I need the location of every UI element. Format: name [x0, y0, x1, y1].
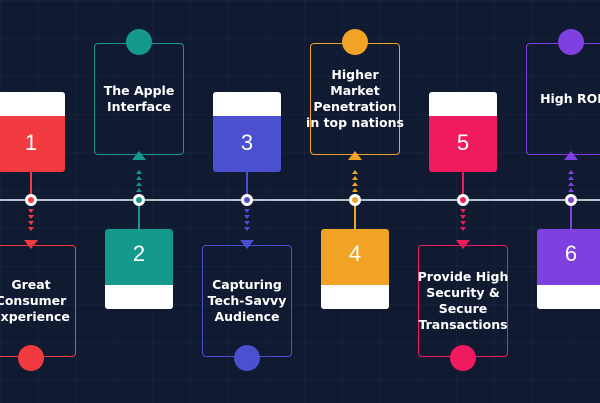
step-circle	[558, 29, 584, 55]
node-dot	[244, 197, 250, 203]
arrow-chevron-icon	[28, 227, 34, 231]
arrow-down-icon	[456, 240, 470, 249]
arrow-chevron-icon	[28, 209, 34, 213]
step-number: 1	[24, 130, 38, 155]
connector-line	[30, 172, 32, 194]
arrow-chevron-icon	[568, 182, 574, 186]
step-text-box: Great Consumer Experience	[0, 245, 76, 357]
timeline-node	[241, 194, 253, 206]
card-white-band	[429, 92, 497, 116]
arrow-chevron-icon	[244, 209, 250, 213]
arrow-chevron-icon	[244, 215, 250, 219]
step-label: Higher Market Penetration in top nations	[306, 67, 404, 130]
arrow-down-icon	[240, 240, 254, 249]
arrow-chevron-icon	[568, 188, 574, 192]
connector-line	[354, 206, 356, 229]
node-dot	[136, 197, 142, 203]
timeline-node	[349, 194, 361, 206]
card-white-band	[321, 285, 389, 309]
step-number: 2	[132, 241, 146, 266]
arrow-chevron-icon	[244, 227, 250, 231]
arrow-down-icon	[24, 240, 38, 249]
step-label: Great Consumer Experience	[0, 277, 70, 324]
connector-line	[570, 206, 572, 229]
connector-line	[138, 206, 140, 229]
step-label: The Apple Interface	[103, 83, 175, 114]
step-circle	[234, 345, 260, 371]
step-text-box: Capturing Tech-Savvy Audience	[202, 245, 292, 357]
arrow-chevron-icon	[28, 215, 34, 219]
arrow-chevron-icon	[136, 176, 142, 180]
timeline-axis	[0, 199, 600, 201]
step-number-card: 4	[321, 229, 389, 309]
step-number: 6	[564, 241, 578, 266]
arrow-chevron-icon	[352, 176, 358, 180]
step-number: 3	[240, 130, 254, 155]
step-text-box: The Apple Interface	[94, 43, 184, 155]
card-white-band	[537, 285, 600, 309]
connector-line	[246, 172, 248, 194]
step-circle	[18, 345, 44, 371]
arrow-chevron-icon	[244, 221, 250, 225]
step-number-card: 5	[429, 92, 497, 172]
timeline-node	[457, 194, 469, 206]
node-dot	[568, 197, 574, 203]
arrow-up-icon	[348, 151, 362, 160]
arrow-chevron-icon	[352, 182, 358, 186]
arrow-chevron-icon	[460, 221, 466, 225]
arrow-chevron-icon	[136, 188, 142, 192]
step-number-card: 3	[213, 92, 281, 172]
step-number-card: 6	[537, 229, 600, 309]
step-label: Provide High Security & Secure Transacti…	[417, 269, 509, 332]
step-number-card: 2	[105, 229, 173, 309]
step-circle	[126, 29, 152, 55]
card-white-band	[105, 285, 173, 309]
arrow-chevron-icon	[352, 170, 358, 174]
card-white-band	[213, 92, 281, 116]
arrow-chevron-icon	[136, 182, 142, 186]
timeline-node	[25, 194, 37, 206]
arrow-up-icon	[132, 151, 146, 160]
step-text-box: Provide High Security & Secure Transacti…	[418, 245, 508, 357]
step-number: 4	[348, 241, 362, 266]
step-text-box: High ROI	[526, 43, 600, 155]
step-text-box: Higher Market Penetration in top nations	[306, 43, 404, 155]
step-label: Capturing Tech-Savvy Audience	[207, 277, 287, 324]
step-label: High ROI	[540, 91, 600, 106]
arrow-chevron-icon	[352, 188, 358, 192]
arrow-chevron-icon	[28, 221, 34, 225]
arrow-up-icon	[564, 151, 578, 160]
step-circle	[342, 29, 368, 55]
arrow-chevron-icon	[568, 176, 574, 180]
node-dot	[352, 197, 358, 203]
arrow-chevron-icon	[136, 170, 142, 174]
step-number-card: 1	[0, 92, 65, 172]
timeline-node	[565, 194, 577, 206]
step-number: 5	[456, 130, 470, 155]
node-dot	[460, 197, 466, 203]
connector-line	[462, 172, 464, 194]
timeline-node	[133, 194, 145, 206]
arrow-chevron-icon	[568, 170, 574, 174]
arrow-chevron-icon	[460, 227, 466, 231]
step-circle	[450, 345, 476, 371]
card-white-band	[0, 92, 65, 116]
arrow-chevron-icon	[460, 215, 466, 219]
node-dot	[28, 197, 34, 203]
arrow-chevron-icon	[460, 209, 466, 213]
